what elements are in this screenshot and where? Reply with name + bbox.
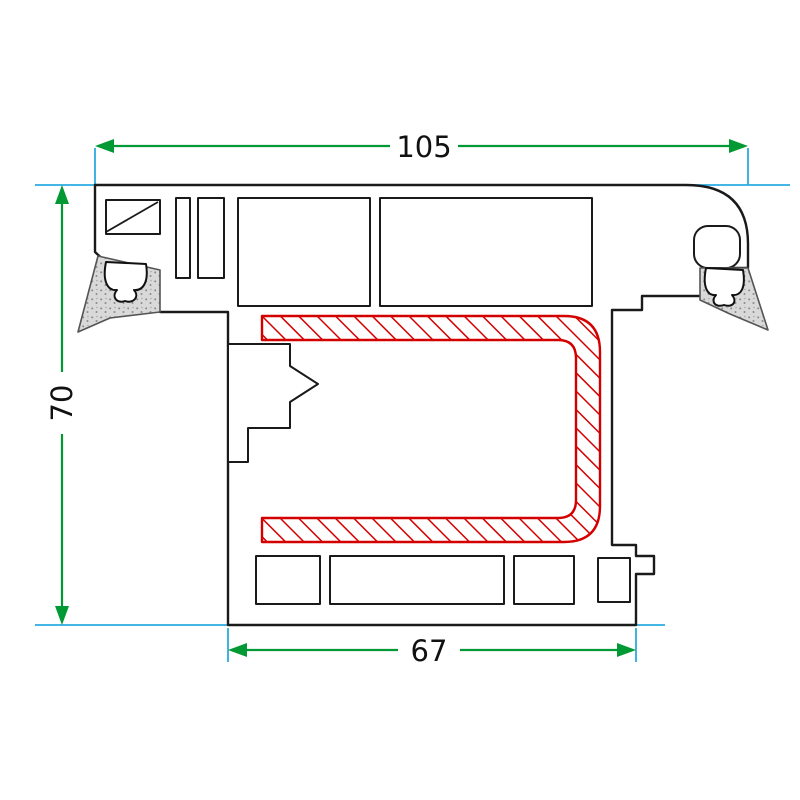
gasket-left xyxy=(77,255,161,333)
chamber-top-mid-left xyxy=(237,197,371,307)
gasket-right-seal xyxy=(703,267,745,307)
dimension-left-height: 70 xyxy=(45,185,80,625)
dimension-label-mask xyxy=(398,632,460,666)
bottom-chambers xyxy=(255,555,631,605)
dimension-label-mask xyxy=(390,128,458,162)
steel-reinforcement xyxy=(260,314,602,544)
dimension-label-bottom-width: 67 xyxy=(411,634,448,668)
dimension-label-left-height: 70 xyxy=(45,385,79,422)
chamber-top-right-round xyxy=(693,225,741,269)
dimension-label-mask xyxy=(46,372,80,434)
gasket-right xyxy=(699,267,769,331)
chamber-bottom-1 xyxy=(255,555,321,605)
arrow-right-icon xyxy=(729,139,748,153)
chamber-narrow-1 xyxy=(175,197,191,279)
arrow-up-icon xyxy=(55,185,69,204)
steel-c-channel xyxy=(260,314,602,544)
arrow-right-icon xyxy=(617,643,636,657)
arrow-left-icon xyxy=(228,643,247,657)
glazing-bead-groove xyxy=(227,343,319,463)
chamber-bottom-3 xyxy=(513,555,575,605)
chamber-bottom-right xyxy=(597,557,631,603)
chamber-diagonal-brace xyxy=(105,201,159,233)
arrow-down-icon xyxy=(55,606,69,625)
top-chambers xyxy=(105,197,741,307)
gasket-left-seal xyxy=(103,261,148,303)
dimension-label-top-width: 105 xyxy=(396,130,451,164)
arrow-left-icon xyxy=(95,139,114,153)
chamber-bottom-2 xyxy=(329,555,505,605)
dimension-top-width: 105 xyxy=(95,128,748,164)
dimension-bottom-width: 67 xyxy=(228,632,636,668)
profile-body xyxy=(93,183,750,627)
chamber-top-mid-right xyxy=(379,197,593,307)
chamber-narrow-2 xyxy=(197,197,225,279)
